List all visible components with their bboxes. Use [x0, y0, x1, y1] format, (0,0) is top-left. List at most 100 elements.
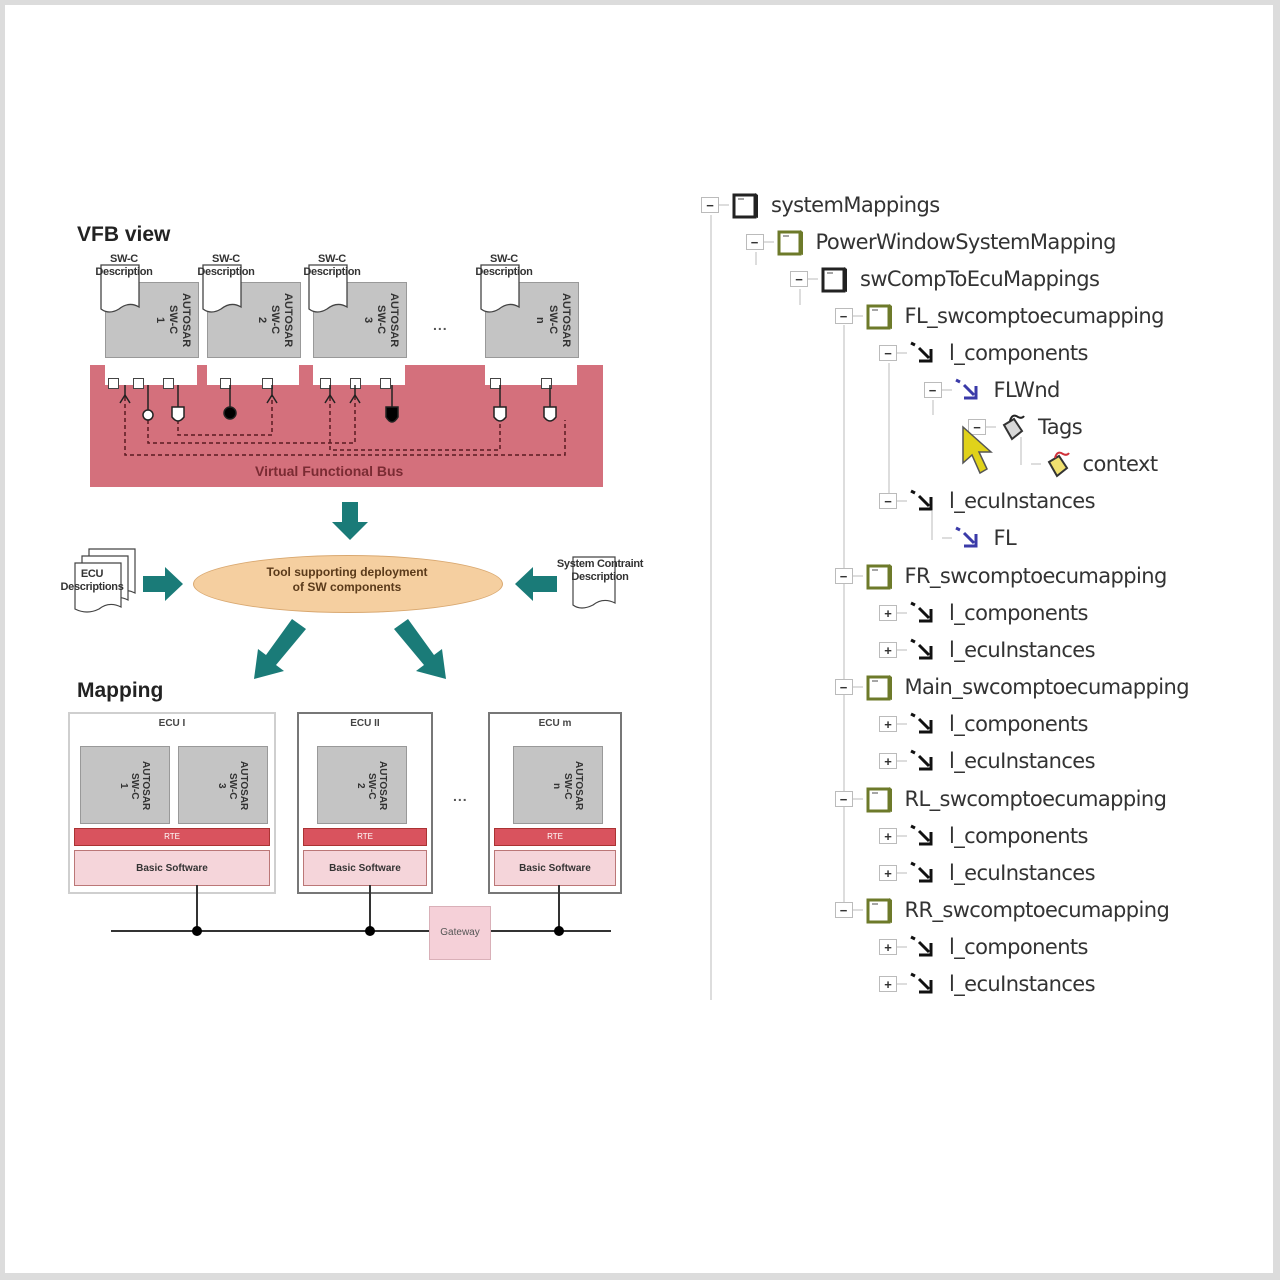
deployment-tool-label: Tool supporting deployment of SW compone…	[193, 565, 501, 595]
tree-node[interactable]: + l_components	[879, 820, 1088, 852]
swc-name: AUTOSAR SW-C	[269, 292, 294, 348]
mapping-icon	[777, 230, 803, 256]
tool-label-line-2: of SW components	[292, 580, 402, 594]
tree-node[interactable]: − systemMappings	[701, 189, 940, 221]
tree-node-label[interactable]: FL_swcomptoecumapping	[904, 304, 1165, 328]
tree-connector-line	[897, 946, 907, 948]
tree-connector-line	[897, 760, 907, 762]
expand-toggle[interactable]: +	[879, 716, 897, 732]
tree-node-label[interactable]: PowerWindowSystemMapping	[815, 230, 1117, 254]
require-port-marker	[266, 393, 278, 404]
swc-description-document-icon	[202, 264, 242, 313]
tree-node[interactable]: − RL_swcomptoecumapping	[834, 783, 1167, 815]
expand-toggle[interactable]: +	[879, 642, 897, 658]
tree-node[interactable]: + l_ecuInstances	[879, 857, 1096, 889]
tree-node-label[interactable]: l_components	[949, 712, 1088, 736]
rte-layer: RTE	[494, 828, 616, 846]
provide-port-marker	[142, 409, 154, 421]
tree-node-label[interactable]: l_ecuInstances	[949, 489, 1096, 513]
swc-description-document-icon	[308, 264, 348, 313]
tree-connector-line	[808, 278, 818, 280]
tree-node[interactable]: + l_components	[879, 931, 1088, 963]
tree-node[interactable]: context	[1013, 448, 1158, 480]
tree-node-label[interactable]: l_components	[949, 824, 1088, 848]
rte-layer: RTE	[74, 828, 270, 846]
constraint-line-1: System Contraint	[556, 558, 644, 570]
tree-node-label[interactable]: RL_swcomptoecumapping	[904, 787, 1167, 811]
tree-node[interactable]: − l_components	[879, 337, 1088, 369]
tree-node[interactable]: − Main_swcomptoecumapping	[834, 671, 1190, 703]
port	[163, 378, 174, 389]
swc-name: AUTOSAR SW-C	[375, 292, 400, 348]
tree-node[interactable]: − FLWnd	[923, 374, 1061, 406]
tree-node[interactable]: + l_ecuInstances	[879, 968, 1096, 1000]
right-arrow-icon	[143, 567, 183, 601]
tree-node-label[interactable]: FL	[993, 526, 1017, 550]
collapse-toggle[interactable]: −	[834, 568, 853, 584]
collapse-toggle[interactable]: −	[745, 234, 764, 250]
tree-node[interactable]: + l_components	[879, 597, 1088, 629]
tree-node[interactable]: + l_ecuInstances	[879, 634, 1096, 666]
tree-node[interactable]: − swCompToEcuMappings	[790, 263, 1100, 295]
expand-toggle[interactable]: +	[879, 828, 897, 844]
tree-node[interactable]: − l_ecuInstances	[879, 485, 1096, 517]
collapse-toggle[interactable]: −	[834, 791, 853, 807]
expand-toggle[interactable]: +	[879, 939, 897, 955]
tree-node[interactable]: + l_ecuInstances	[879, 745, 1096, 777]
tree-node[interactable]: + l_components	[879, 708, 1088, 740]
tree-connector-line	[719, 204, 729, 206]
tree-node[interactable]: − PowerWindowSystemMapping	[745, 226, 1117, 258]
expand-toggle[interactable]: +	[879, 753, 897, 769]
tree-node-label[interactable]: Main_swcomptoecumapping	[904, 675, 1190, 699]
mouse-cursor-icon	[962, 425, 993, 475]
tree-node-label[interactable]: context	[1082, 452, 1159, 476]
tree-node-label[interactable]: RR_swcomptoecumapping	[904, 898, 1170, 922]
tree-node-label[interactable]: l_components	[949, 601, 1088, 625]
tree-node-label[interactable]: l_components	[949, 341, 1088, 365]
tree-guide-line	[755, 252, 757, 265]
collapse-toggle[interactable]: −	[879, 493, 897, 509]
tree-node-label[interactable]: FLWnd	[993, 378, 1061, 402]
swc-name: AUTOSAR SW-C	[562, 761, 584, 811]
collapse-toggle[interactable]: −	[923, 382, 942, 398]
collapse-toggle[interactable]: −	[790, 271, 808, 287]
system-constraint-document-icon	[572, 556, 616, 609]
reference-icon	[910, 861, 933, 883]
tree-node[interactable]: − Tags	[968, 411, 1083, 443]
tree-node-label[interactable]: Tags	[1038, 415, 1083, 439]
collapse-toggle[interactable]: −	[834, 902, 853, 918]
tree-node[interactable]: − FR_swcomptoecumapping	[834, 560, 1168, 592]
tree-node-label[interactable]: l_ecuInstances	[949, 861, 1096, 885]
tree-node-label[interactable]: l_ecuInstances	[949, 638, 1096, 662]
tree-connector-line	[852, 315, 863, 317]
collapse-toggle[interactable]: −	[968, 419, 986, 435]
tree-node-label[interactable]: l_components	[949, 935, 1088, 959]
collapse-toggle[interactable]: −	[879, 345, 897, 361]
tree-node-label[interactable]: l_ecuInstances	[949, 749, 1096, 773]
swc-index: 1	[154, 316, 166, 324]
tree-node-label[interactable]: swCompToEcuMappings	[860, 267, 1100, 291]
collapse-toggle[interactable]: −	[834, 308, 853, 324]
bus-junction-dot	[554, 926, 564, 936]
doc-label-line-2: Description	[197, 266, 255, 278]
mapping-title: Mapping	[77, 679, 164, 702]
ecu-desc-line-2: Descriptions	[60, 581, 124, 593]
tree-node[interactable]: − FL_swcomptoecumapping	[834, 300, 1165, 332]
tree-node-label[interactable]: l_ecuInstances	[949, 972, 1096, 996]
require-port-marker	[324, 393, 336, 404]
tree-node-label[interactable]: systemMappings	[771, 193, 940, 217]
down-left-arrow-icon	[254, 619, 306, 679]
port	[380, 378, 391, 389]
virtual-functional-bus	[90, 365, 603, 487]
expand-toggle[interactable]: +	[879, 605, 897, 621]
tree-node[interactable]: − RR_swcomptoecumapping	[834, 894, 1170, 926]
tree-node[interactable]: FL	[924, 522, 1017, 554]
expand-toggle[interactable]: +	[879, 865, 897, 881]
expand-toggle[interactable]: +	[879, 976, 897, 992]
collapse-toggle[interactable]: −	[834, 679, 853, 695]
collapse-toggle[interactable]: −	[701, 197, 719, 213]
doc-label-line-1: SW-C	[318, 253, 346, 265]
tree-node-label[interactable]: FR_swcomptoecumapping	[904, 564, 1168, 588]
